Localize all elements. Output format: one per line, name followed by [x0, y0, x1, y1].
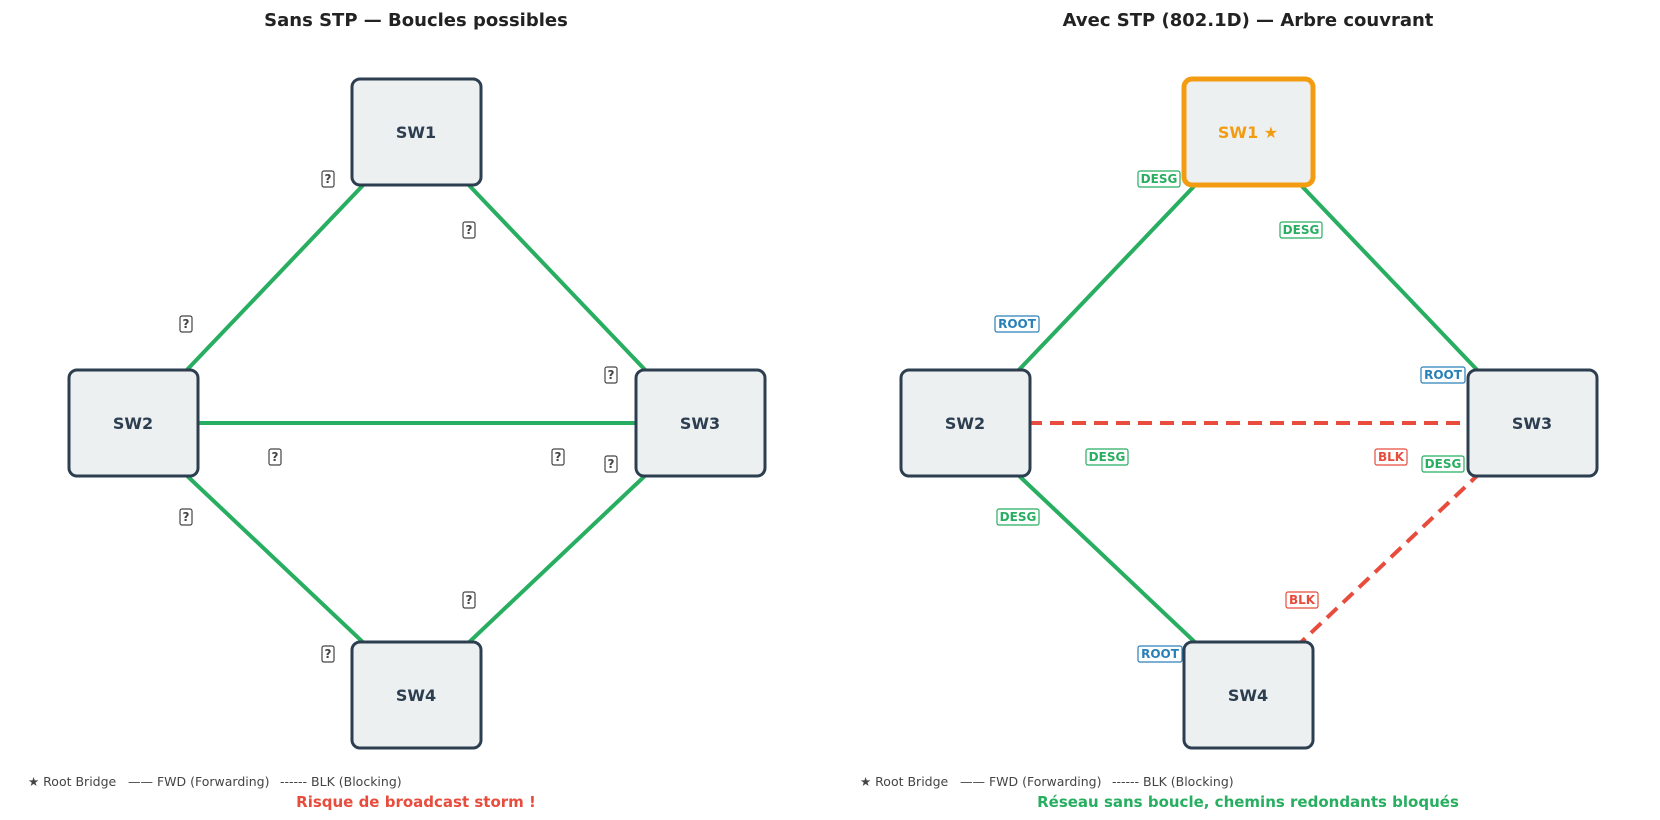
link-sw3-sw4 [462, 470, 651, 649]
svg-text:?: ? [272, 450, 279, 464]
switch-node-sw3: SW3 [1466, 368, 1599, 478]
svg-text:?: ? [608, 368, 615, 382]
legend-root-bridge: ★ Root Bridge [860, 774, 949, 789]
panel-title: Sans STP — Boucles possibles [264, 10, 568, 31]
switch-node-sw4: SW4 [350, 640, 483, 750]
port-label-sw1-sw2-sw1: ? [321, 170, 335, 188]
switch-node-sw1: SW1 [350, 77, 483, 187]
panel-without-stp: Sans STP — Boucles possibles ? ? ? ? ? [28, 10, 767, 811]
switch-node-sw3: SW3 [634, 368, 767, 478]
svg-text:SW2: SW2 [113, 414, 153, 433]
svg-text:SW2: SW2 [945, 414, 985, 433]
port-label-sw3-sw4-sw4: BLK [1285, 591, 1319, 609]
port-label-sw3-sw4-sw3: ? [604, 455, 618, 473]
svg-text:?: ? [325, 172, 332, 186]
port-label-sw2-sw3-sw3: BLK [1374, 448, 1408, 466]
port-label-sw2-sw4-sw4: ? [321, 645, 335, 663]
port-label-sw1-sw3-sw3: ROOT [1420, 366, 1466, 384]
link-sw1-sw3 [1294, 178, 1483, 376]
svg-text:?: ? [466, 593, 473, 607]
port-label-sw1-sw3-sw1: DESG [1279, 221, 1323, 239]
svg-text:DESG: DESG [1425, 457, 1462, 471]
port-label-sw2-sw3-sw2: ? [268, 448, 282, 466]
port-label-sw1-sw2-sw1: DESG [1137, 170, 1181, 188]
svg-text:DESG: DESG [1141, 172, 1178, 186]
svg-text:DESG: DESG [1000, 510, 1037, 524]
svg-text:ROOT: ROOT [998, 317, 1037, 331]
svg-text:BLK: BLK [1378, 450, 1405, 464]
switch-node-sw2: SW2 [899, 368, 1032, 478]
port-label-sw1-sw3-sw3: ? [604, 366, 618, 384]
link-sw2-sw4 [181, 470, 370, 649]
svg-text:DESG: DESG [1283, 223, 1320, 237]
legend-blocking: ------ BLK (Blocking) [280, 774, 402, 789]
legend-root-bridge: ★ Root Bridge [28, 774, 117, 789]
port-label-sw1-sw3-sw1: ? [462, 221, 476, 239]
svg-text:SW3: SW3 [1512, 414, 1552, 433]
port-label-sw2-sw4-sw2: ? [179, 508, 193, 526]
svg-text:SW1: SW1 [396, 123, 436, 142]
port-label-sw3-sw4-sw3: DESG [1421, 455, 1465, 473]
svg-text:SW4: SW4 [1228, 686, 1268, 705]
panel-caption: Réseau sans boucle, chemins redondants b… [1037, 793, 1459, 811]
svg-text:BLK: BLK [1289, 593, 1316, 607]
port-label-sw2-sw3-sw3: ? [551, 448, 565, 466]
svg-text:SW4: SW4 [396, 686, 436, 705]
port-label-sw2-sw3-sw2: DESG [1085, 448, 1129, 466]
link-sw1-sw2 [1013, 178, 1202, 376]
legend-forwarding: —— FWD (Forwarding) [960, 774, 1101, 789]
svg-text:?: ? [555, 450, 562, 464]
switch-node-sw4: SW4 [1182, 640, 1315, 750]
svg-text:?: ? [325, 647, 332, 661]
svg-text:ROOT: ROOT [1424, 368, 1463, 382]
link-sw3-sw4-blocked [1294, 470, 1483, 649]
link-sw1-sw3 [462, 178, 651, 376]
link-sw1-sw2 [181, 178, 370, 376]
panel-title: Avec STP (802.1D) — Arbre couvrant [1063, 10, 1434, 31]
svg-text:SW3: SW3 [680, 414, 720, 433]
svg-text:?: ? [183, 317, 190, 331]
panel-with-stp: Avec STP (802.1D) — Arbre couvrant DESG … [860, 10, 1599, 811]
svg-text:ROOT: ROOT [1141, 647, 1180, 661]
port-label-sw1-sw2-sw2: ? [179, 315, 193, 333]
legend-blocking: ------ BLK (Blocking) [1112, 774, 1234, 789]
switch-node-sw1-root-bridge: SW1 ★ [1181, 76, 1316, 188]
port-label-sw2-sw4-sw2: DESG [996, 508, 1040, 526]
svg-text:?: ? [183, 510, 190, 524]
port-label-sw1-sw2-sw2: ROOT [994, 315, 1040, 333]
svg-text:SW1 ★: SW1 ★ [1218, 123, 1278, 142]
port-label-sw3-sw4-sw4: ? [462, 591, 476, 609]
svg-text:?: ? [466, 223, 473, 237]
svg-text:?: ? [608, 457, 615, 471]
legend-forwarding: —— FWD (Forwarding) [128, 774, 269, 789]
panel-caption: Risque de broadcast storm ! [296, 793, 536, 811]
port-label-sw2-sw4-sw4: ROOT [1137, 645, 1183, 663]
svg-text:DESG: DESG [1089, 450, 1126, 464]
switch-node-sw2: SW2 [67, 368, 200, 478]
link-sw2-sw4 [1013, 470, 1202, 649]
